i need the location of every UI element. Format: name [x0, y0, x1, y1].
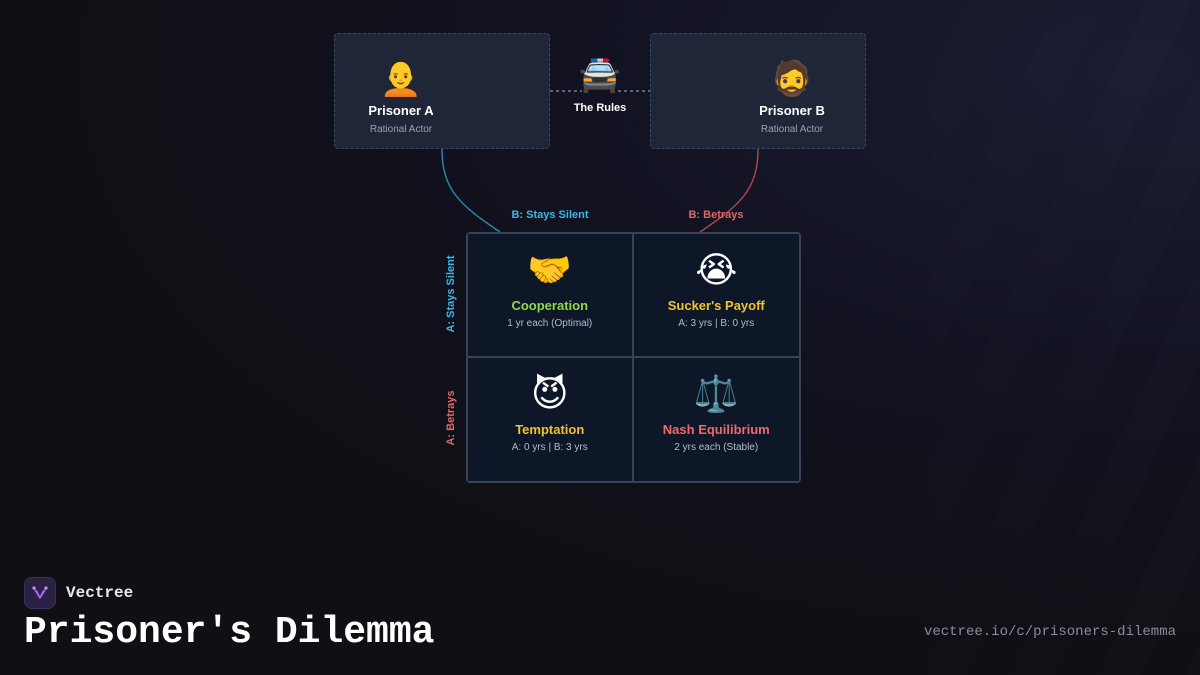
brand-name: Vectree	[66, 584, 134, 602]
cell-description: A: 3 yrs | B: 0 yrs	[678, 318, 755, 329]
row-label-a-betrays: A: Betrays	[445, 390, 457, 446]
prisoner-b-name: Prisoner B	[759, 103, 825, 118]
page-url-link[interactable]: vectree.io/c/prisoners-dilemma	[923, 624, 1176, 640]
cell-description: 2 yrs each (Stable)	[674, 441, 759, 453]
matrix-cell-suckers-payoff: 😭 Sucker's Payoff A: 3 yrs | B: 0 yrs	[633, 234, 799, 358]
rules-node: 🚔 The Rules	[556, 56, 644, 114]
cell-title: Temptation	[515, 421, 585, 437]
payoff-matrix: 🤝 Cooperation 1 yr each (Optimal) 😭 Suck…	[466, 232, 801, 483]
matrix-cell-cooperation: 🤝 Cooperation 1 yr each (Optimal)	[468, 234, 634, 358]
page-title: Prisoner's Dilemma	[24, 611, 435, 654]
cell-title: Sucker's Payoff	[667, 298, 765, 313]
crying-face-icon: 😭	[695, 249, 738, 290]
matrix-cell-temptation: 😈 Temptation A: 0 yrs | B: 3 yrs	[468, 357, 634, 481]
brand[interactable]: Vectree	[24, 577, 133, 609]
scales-icon: ⚖️	[693, 372, 739, 414]
column-label-b-silent: B: Stays Silent	[511, 209, 589, 221]
cell-description: 1 yr each (Optimal)	[507, 318, 593, 329]
prisoner-a-card: 🧑‍🦲 Prisoner A Rational Actor	[334, 33, 550, 149]
prisoner-b-card: 🧔 Prisoner B Rational Actor	[650, 33, 866, 149]
police-car-icon: 🚔	[578, 56, 622, 94]
rules-label: The Rules	[573, 102, 627, 114]
prisoner-a-connector	[441, 148, 501, 233]
cell-title: Cooperation	[511, 298, 589, 313]
bald-person-icon: 🧑‍🦲	[379, 60, 423, 98]
column-label-b-betrays: B: Betrays	[688, 209, 744, 221]
prisoner-a-name: Prisoner A	[368, 103, 434, 118]
handshake-icon: 🤝	[527, 249, 573, 290]
row-label-a-silent: A: Stays Silent	[445, 255, 457, 333]
cell-title: Nash Equilibrium	[662, 421, 770, 437]
devil-face-icon: 😈	[530, 372, 569, 414]
prisoner-b-subtitle: Rational Actor	[760, 124, 824, 135]
prisoner-a-subtitle: Rational Actor	[369, 124, 433, 135]
cell-description: A: 0 yrs | B: 3 yrs	[511, 441, 588, 453]
vectree-logo-icon	[24, 577, 56, 609]
bearded-person-icon: 🧔	[770, 60, 814, 98]
prisoner-b-connector	[699, 148, 759, 233]
matrix-cell-nash-equilibrium: ⚖️ Nash Equilibrium 2 yrs each (Stable)	[633, 357, 799, 481]
